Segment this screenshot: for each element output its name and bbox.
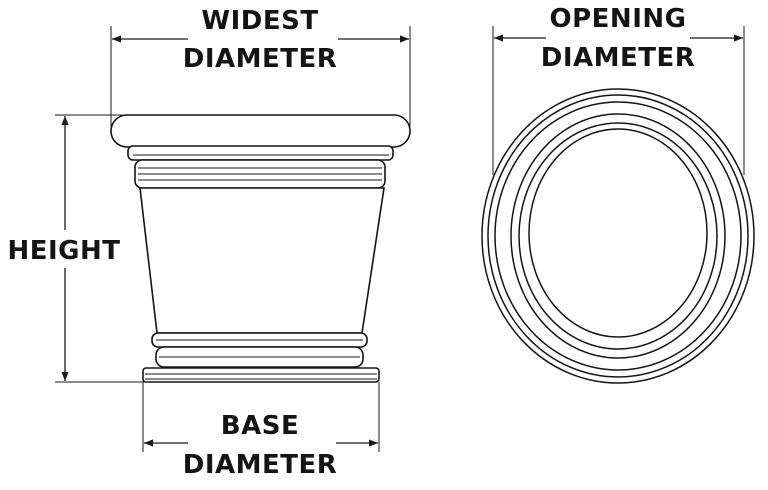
opening-diameter-label-line2: DIAMETER: [541, 43, 696, 73]
base-diameter-label-line1: BASE: [221, 411, 299, 441]
height-label: HEIGHT: [7, 236, 120, 266]
planter-body: [139, 187, 385, 334]
widest-diameter-label-line2: DIAMETER: [183, 44, 338, 74]
opening-diameter-dimension: OPENING DIAMETER: [492, 2, 745, 175]
widest-diameter-label-line1: WIDEST: [201, 6, 318, 36]
widest-diameter-dimension: WIDEST DIAMETER: [110, 6, 411, 128]
planter-top-view: [481, 88, 755, 384]
base-diameter-dimension: BASE DIAMETER: [142, 382, 380, 480]
planter-rim: [110, 114, 411, 148]
top-view-outer-rim: [481, 88, 755, 384]
opening-diameter-label-line1: OPENING: [550, 4, 687, 34]
top-view-opening: [528, 128, 708, 338]
height-dimension: HEIGHT: [7, 114, 150, 383]
base-diameter-label-line2: DIAMETER: [183, 450, 338, 480]
planter-collar: [127, 145, 394, 161]
planter-side-view: [110, 114, 411, 383]
planter-base: [142, 367, 380, 383]
